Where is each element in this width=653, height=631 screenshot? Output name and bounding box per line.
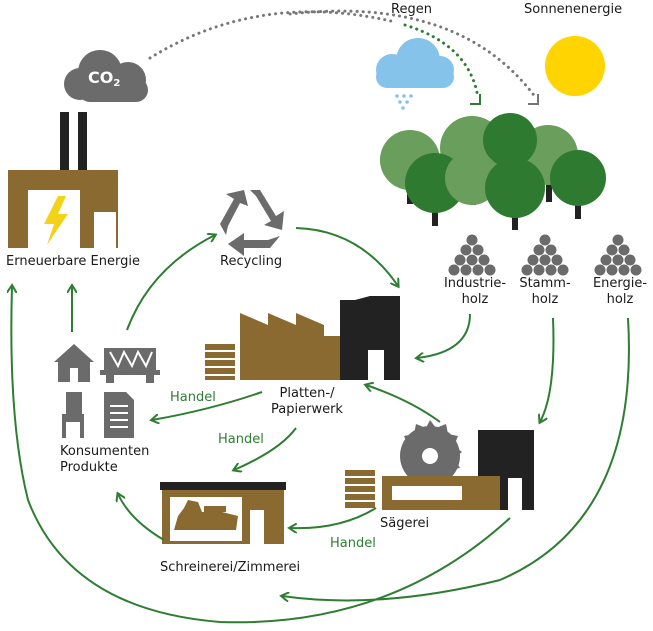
co2-label-main: CO xyxy=(88,68,114,87)
log-wood-line1: Stamm- xyxy=(519,276,571,291)
house-icon xyxy=(54,344,94,382)
industrial-wood-label: Industrie-holz xyxy=(440,276,510,308)
factory-power-icon xyxy=(8,112,118,248)
arrow-consumer-to-recycling xyxy=(126,235,215,331)
joinery-icon xyxy=(160,482,286,544)
joinery-label: Schreinerei/Zimmerei xyxy=(160,560,301,575)
consumer-line2: Produkte xyxy=(60,460,118,475)
recycling-icon xyxy=(220,190,284,256)
board-stack-icon xyxy=(345,470,375,508)
trade-label-1: Handel xyxy=(170,390,216,405)
log-wood-label: Stamm-holz xyxy=(515,276,575,308)
log-wood-line2: holz xyxy=(531,292,559,307)
co2-label-subscript: 2 xyxy=(113,78,121,89)
document-icon xyxy=(104,392,134,438)
arrow-mill-to-consumer xyxy=(152,391,263,420)
arrow-mill-to-joinery xyxy=(234,427,297,470)
trees-icon xyxy=(380,113,606,230)
arrow-joinery-to-consumer xyxy=(118,494,165,541)
panel-mill-line2: Papierwerk xyxy=(271,402,343,417)
arrow-log-wood-to-sawmill xyxy=(540,317,555,422)
arrow-sawmill-to-mill xyxy=(366,385,441,423)
trade-label-3: Handel xyxy=(330,536,376,551)
factory-icon xyxy=(240,296,400,380)
consumer-line1: Konsumenten xyxy=(60,444,150,459)
chair-icon xyxy=(62,392,84,438)
co2-flow-dotted-lines xyxy=(148,9,538,100)
energy-wood-label: Energie-holz xyxy=(590,276,650,308)
co2-label: CO2 xyxy=(88,70,120,92)
bridge-icon xyxy=(100,348,160,383)
sawmill-icon xyxy=(382,420,534,510)
energy-wood-line1: Energie- xyxy=(592,276,648,291)
co2-cloud-icon xyxy=(64,50,148,102)
sun-arrow-tip xyxy=(528,94,539,105)
arrow-recycling-to-mill xyxy=(295,227,398,286)
board-stack-icon xyxy=(205,344,235,380)
flow-arrows xyxy=(11,227,630,624)
rain-label: Regen xyxy=(391,2,432,17)
renewable-energy-label: Erneuerbare Energie xyxy=(6,254,140,269)
arrow-outer-loop-to-energy xyxy=(11,286,511,624)
recycling-label: Recycling xyxy=(220,254,283,269)
arrow-energy-wood-loop xyxy=(282,317,630,600)
arrow-sawmill-to-joinery xyxy=(290,507,377,528)
sun-label: Sonnenenergie xyxy=(524,2,623,17)
sawmill-label: Sägerei xyxy=(380,516,430,531)
energy-wood-line2: holz xyxy=(606,292,634,307)
rain-arrow-tip xyxy=(470,94,481,105)
log-pile-icon xyxy=(448,234,642,276)
trade-label-2: Handel xyxy=(218,432,264,447)
sun-icon xyxy=(545,36,605,96)
arrow-industrial-wood-to-mill xyxy=(417,313,471,358)
industrial-wood-line1: Industrie- xyxy=(443,276,507,291)
panel-mill-line1: Platten-/ xyxy=(279,386,335,401)
rain-cloud-icon xyxy=(376,38,454,110)
industrial-wood-line2: holz xyxy=(461,292,489,307)
panel-mill-label: Platten-/Papierwerk xyxy=(262,386,352,418)
